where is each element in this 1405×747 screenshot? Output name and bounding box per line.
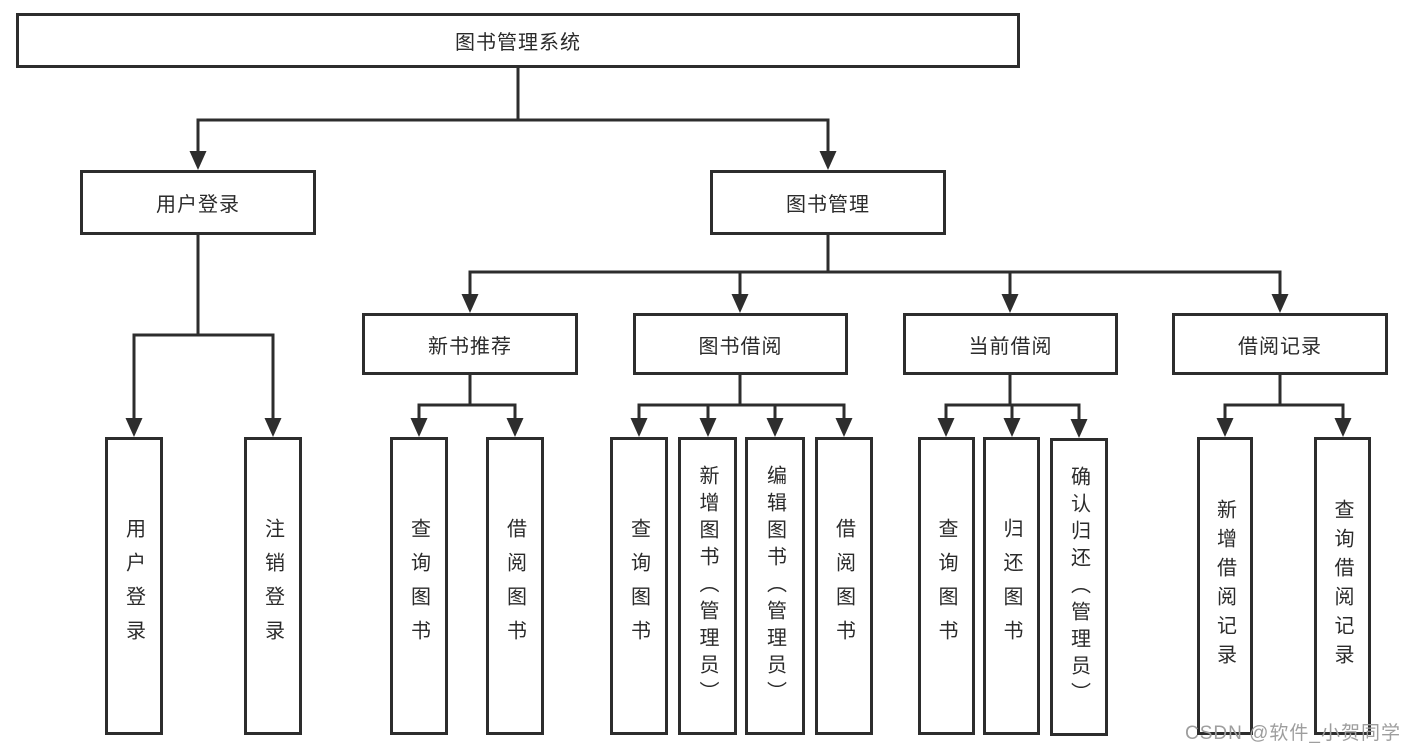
- arrow-down-icon: [1070, 419, 1088, 438]
- node-root-label: 图书管理系统: [455, 32, 581, 54]
- node-new-book-recommend-label: 新书推荐: [428, 335, 512, 358]
- node-borrow-record-label: 借阅记录: [1238, 335, 1322, 358]
- leaf-record-query-borrow-record-label: 查询借阅记录: [1331, 499, 1353, 673]
- node-root: 图书管理系统: [16, 13, 1020, 68]
- leaf-current-query-books: 查询图书: [918, 437, 975, 735]
- node-user-login-label: 用户登录: [156, 194, 240, 216]
- arrow-down-icon: [1001, 294, 1019, 313]
- arrow-down-icon: [506, 418, 524, 437]
- leaf-borrow-edit-books-admin: 编辑图书（管理员）: [745, 437, 805, 735]
- node-current-borrow-label: 当前借阅: [968, 335, 1053, 358]
- arrow-down-icon: [125, 418, 143, 437]
- arrow-down-icon: [630, 418, 648, 437]
- leaf-logout-login-label: 注销登录: [261, 518, 284, 654]
- node-user-login: 用户登录: [80, 170, 316, 235]
- watermark: CSDN @软件_小贺同学: [1185, 723, 1401, 744]
- arrow-down-icon: [461, 294, 479, 313]
- arrow-down-icon: [1216, 418, 1234, 437]
- leaf-record-query-borrow-record: 查询借阅记录: [1314, 437, 1371, 735]
- leaf-borrow-borrow-books: 借阅图书: [815, 437, 873, 735]
- leaf-current-query-books-label: 查询图书: [935, 518, 957, 654]
- leaf-logout-login: 注销登录: [244, 437, 302, 735]
- leaf-newbook-query-books: 查询图书: [390, 437, 448, 735]
- arrow-down-icon: [1003, 418, 1021, 437]
- node-borrow-record: 借阅记录: [1172, 313, 1388, 375]
- leaf-borrow-query-books-label: 查询图书: [627, 518, 650, 654]
- leaf-record-add-borrow-record-label: 新增借阅记录: [1213, 499, 1236, 673]
- arrow-down-icon: [937, 418, 955, 437]
- node-book-management: 图书管理: [710, 170, 946, 235]
- leaf-user-login: 用户登录: [105, 437, 163, 735]
- leaf-newbook-query-books-label: 查询图书: [407, 518, 430, 654]
- node-new-book-recommend: 新书推荐: [362, 313, 578, 375]
- arrow-down-icon: [410, 418, 428, 437]
- arrow-down-icon: [1271, 294, 1289, 313]
- leaf-current-return-books: 归还图书: [983, 437, 1040, 735]
- node-book-borrow-label: 图书借阅: [698, 335, 783, 358]
- leaf-newbook-borrow-books-label: 借阅图书: [503, 518, 526, 654]
- leaf-borrow-query-books: 查询图书: [610, 437, 668, 735]
- leaf-current-return-books-label: 归还图书: [1000, 518, 1022, 654]
- arrow-down-icon: [264, 418, 282, 437]
- node-book-borrow: 图书借阅: [633, 313, 848, 375]
- leaf-current-confirm-return-admin: 确认归还（管理员）: [1050, 438, 1108, 736]
- leaf-borrow-add-books-admin-label: 新增图书（管理员）: [696, 464, 718, 708]
- leaf-user-login-label: 用户登录: [122, 518, 145, 654]
- arrow-down-icon: [766, 418, 784, 437]
- arrow-down-icon: [819, 151, 837, 170]
- arrow-down-icon: [731, 294, 749, 313]
- arrow-down-icon: [835, 418, 853, 437]
- node-current-borrow: 当前借阅: [903, 313, 1118, 375]
- leaf-borrow-edit-books-admin-label: 编辑图书（管理员）: [763, 464, 786, 708]
- node-book-management-label: 图书管理: [786, 194, 870, 216]
- arrow-down-icon: [699, 418, 717, 437]
- leaf-newbook-borrow-books: 借阅图书: [486, 437, 544, 735]
- leaf-record-add-borrow-record: 新增借阅记录: [1197, 437, 1253, 735]
- leaf-current-confirm-return-admin-label: 确认归还（管理员）: [1067, 465, 1090, 709]
- leaf-borrow-add-books-admin: 新增图书（管理员）: [678, 437, 737, 735]
- arrow-down-icon: [189, 151, 207, 170]
- leaf-borrow-borrow-books-label: 借阅图书: [832, 518, 855, 654]
- arrow-down-icon: [1334, 418, 1352, 437]
